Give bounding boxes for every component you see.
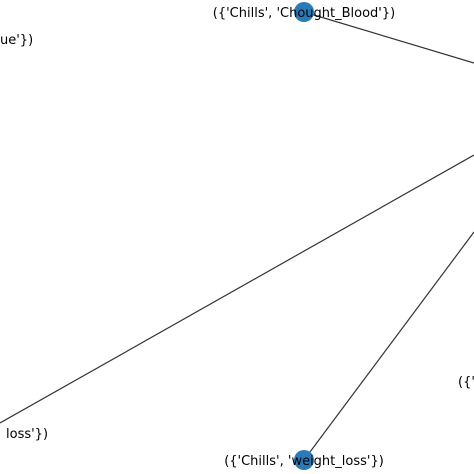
label-chills-chought-blood: ({'Chills', 'Chought_Blood'}) bbox=[213, 6, 395, 21]
node-chills-chought-blood[interactable] bbox=[294, 2, 314, 22]
edge-chills-chought-blood-to-hub bbox=[303, 11, 474, 64]
label-top-left-partial: ue'}) bbox=[0, 33, 33, 48]
edge-bottom-left-to-hub bbox=[0, 154, 474, 424]
label-bottom-left-partial: loss'}) bbox=[6, 427, 48, 442]
edge-chills-weight-loss-to-lower bbox=[303, 231, 474, 461]
label-chills-weight-loss: ({'Chills', 'weight_loss'}) bbox=[224, 454, 384, 469]
label-right-partial: ({' bbox=[458, 375, 474, 390]
node-chills-weight-loss[interactable] bbox=[294, 450, 314, 470]
